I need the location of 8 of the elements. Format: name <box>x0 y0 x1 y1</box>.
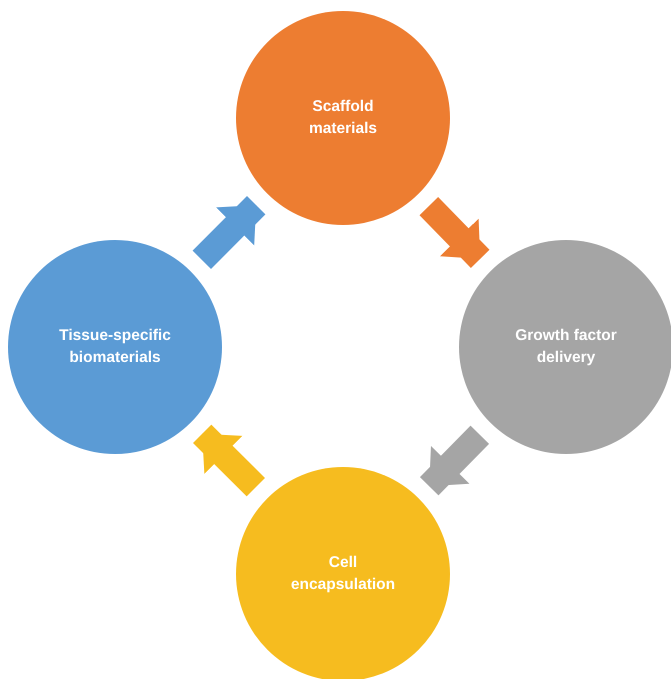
node-label: Tissue-specific biomaterials <box>58 326 172 368</box>
block-arrow <box>420 197 490 268</box>
node-label: Cell encapsulation <box>290 553 396 595</box>
node-label: Growth factor delivery <box>514 326 618 368</box>
block-arrow <box>420 426 490 496</box>
block-arrow <box>193 424 265 496</box>
node-label: Scaffold materials <box>308 97 378 139</box>
block-arrow <box>192 196 266 269</box>
